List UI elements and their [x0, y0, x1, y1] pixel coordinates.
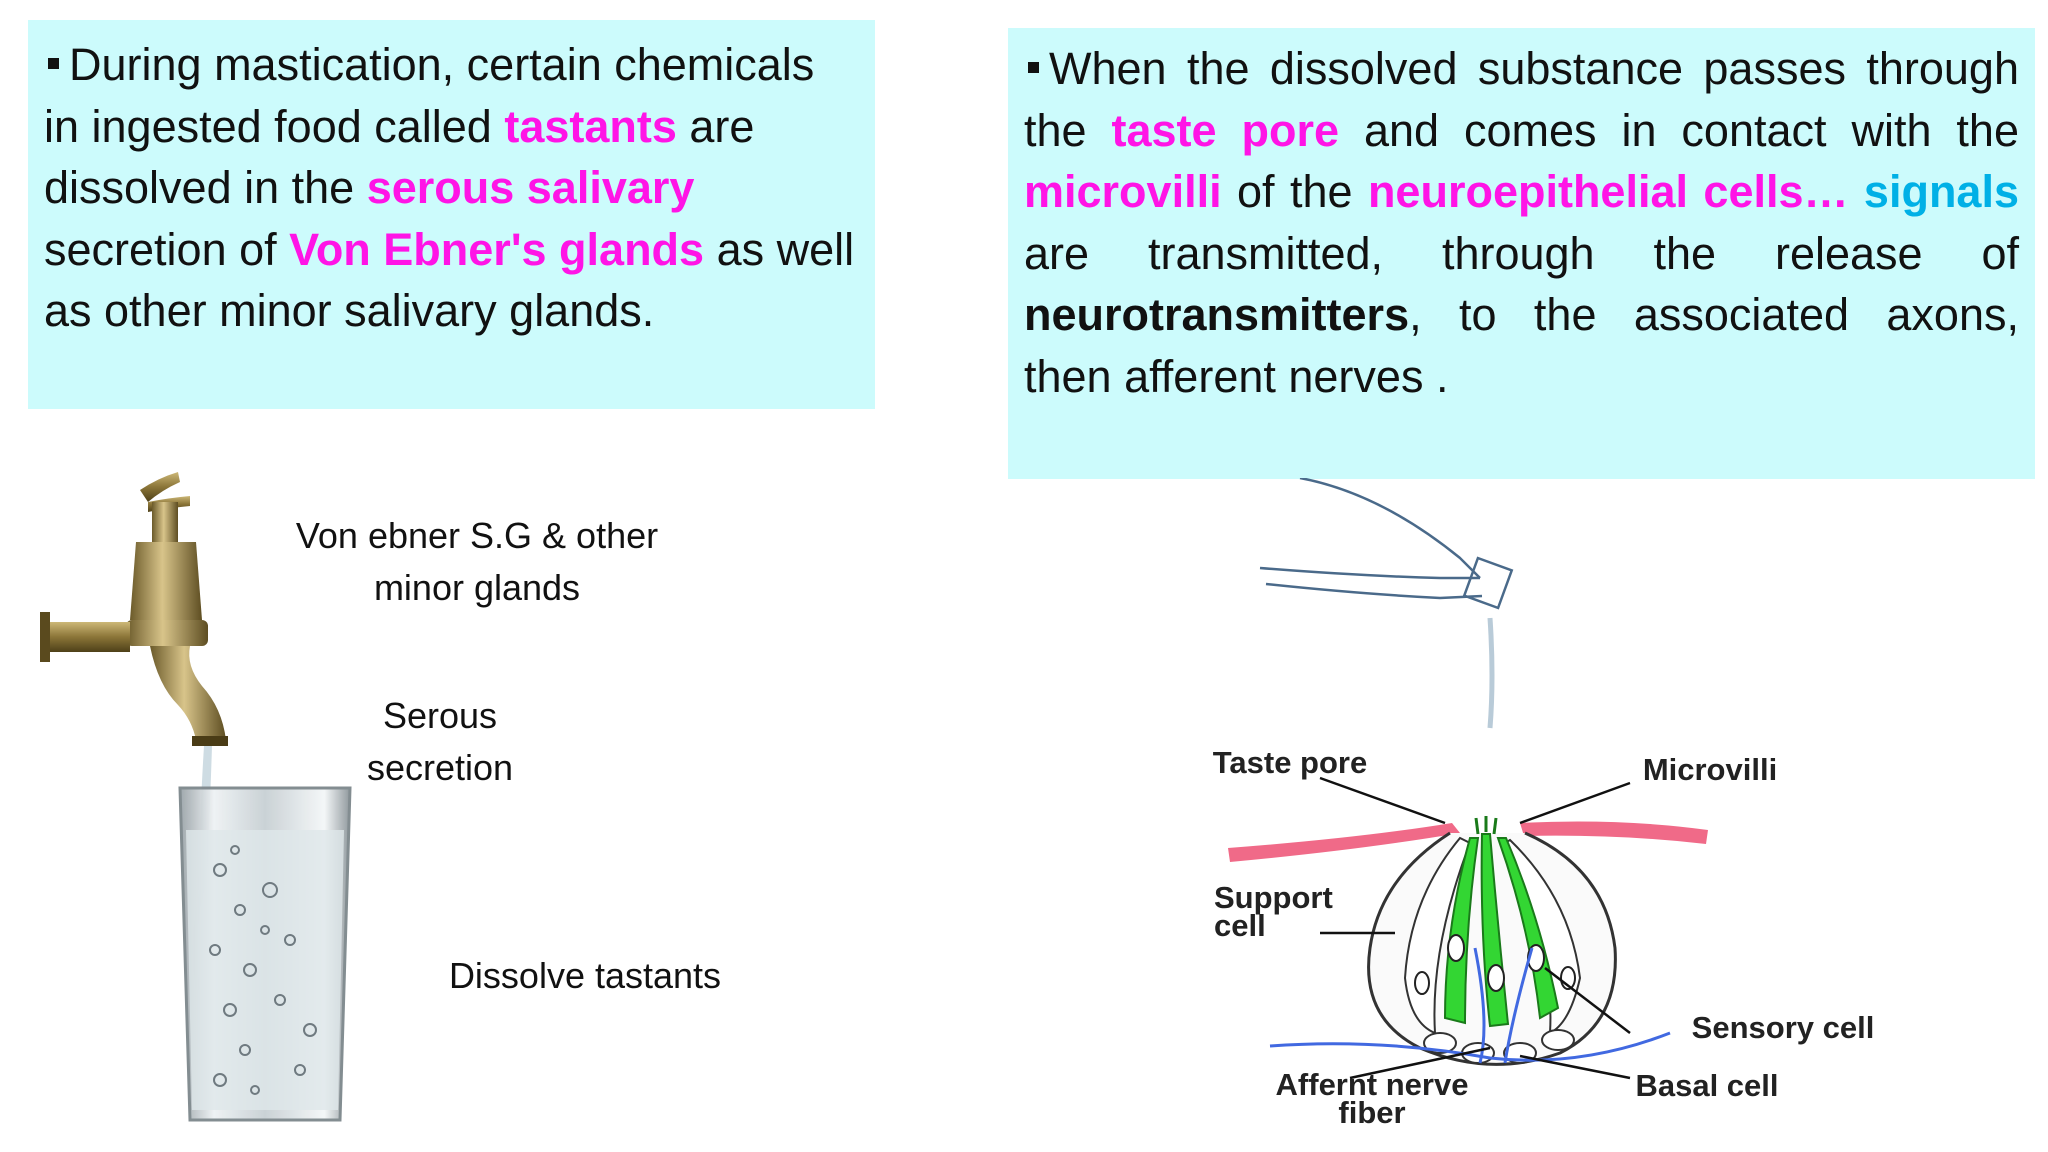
right-text-2: and comes in contact with the — [1339, 104, 2019, 156]
right-text-box: When the dissolved substance passes thro… — [1008, 28, 2035, 479]
term-taste-pore: taste pore — [1111, 104, 1340, 156]
left-text-3: secretion of — [44, 223, 290, 275]
term-signals: signals — [1863, 166, 2019, 217]
label-taste-pore: Taste pore — [1212, 745, 1368, 780]
label-support-cell-line1: Support — [1214, 880, 1333, 915]
left-text-4: as well as other minor salivary glands. — [44, 223, 855, 337]
faucet-glass-illustration — [40, 472, 352, 1122]
label-microvilli: Microvilli — [1642, 752, 1778, 787]
epithelium-surface — [1520, 821, 1708, 844]
right-text-1: When the dissolved substance passes thro… — [1024, 43, 2019, 156]
label-secretion-line1: Serous — [382, 695, 498, 736]
term-neurotransmitters: neurotransmitters — [1024, 289, 1410, 340]
glass-icon — [178, 786, 352, 1122]
right-text-6: , to the associated axons, then afferent… — [1024, 289, 2019, 402]
label-secretion-line2: secretion — [366, 747, 514, 788]
left-text-2: are dissolved in the — [44, 100, 755, 214]
term-neuroepithelial-cells: neuroepithelial cells… — [1367, 166, 1849, 217]
term-microvilli: microvilli — [1024, 166, 1222, 217]
label-glands-line2: minor glands — [373, 567, 581, 608]
term-serous-salivary: serous salivary — [366, 162, 695, 213]
faucet-icon — [40, 472, 228, 746]
bottle-icon — [1259, 478, 1514, 729]
term-von-ebner-glands: Von Ebner's glands — [289, 223, 705, 275]
bullet-square-icon — [1028, 61, 1039, 73]
bullet-square-icon — [48, 57, 59, 69]
right-text-4 — [1849, 166, 1864, 217]
right-text-3: of the — [1221, 166, 1368, 217]
taste-bud-diagram — [1228, 478, 1708, 1080]
label-glands-line1: Von ebner S.G & other — [295, 515, 659, 556]
label-support-cell-line2: cell — [1214, 908, 1266, 943]
right-text-5: are transmitted, through the release of — [1024, 227, 2019, 279]
label-afferent-nerve-line1: Affernt nerve — [1275, 1067, 1469, 1102]
epithelium-surface — [1228, 823, 1460, 862]
label-sensory-cell: Sensory cell — [1691, 1010, 1875, 1045]
label-basal-cell: Basal cell — [1635, 1068, 1779, 1103]
left-text-box: During mastication, certain chemicals in… — [28, 20, 875, 409]
label-dissolve-tastants: Dissolve tastants — [448, 955, 722, 996]
term-tastants: tastants — [504, 100, 677, 152]
left-text-1: During mastication, certain chemicals in… — [44, 39, 815, 152]
label-afferent-nerve-line2: fiber — [1338, 1095, 1406, 1130]
